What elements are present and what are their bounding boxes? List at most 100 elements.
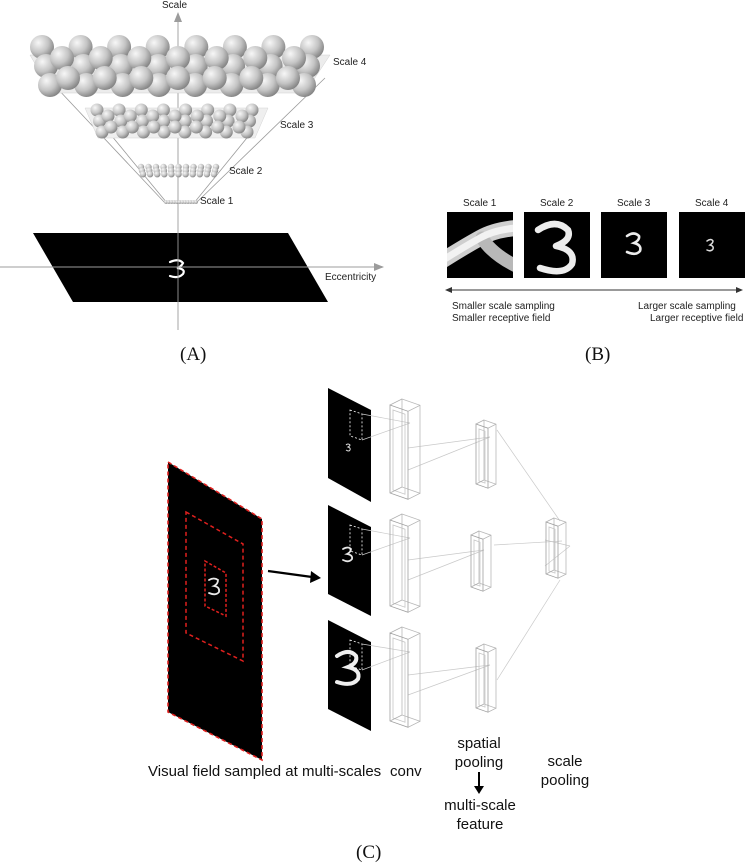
sampling-arrow — [310, 571, 321, 583]
sphere — [56, 66, 80, 90]
sphere — [147, 120, 161, 134]
scale-pooling-label: scale pooling — [540, 753, 590, 789]
larger-scale-note: Larger scale sampling — [638, 301, 736, 312]
scale-3-patch — [601, 212, 667, 278]
conv-layer-1 — [389, 398, 421, 500]
panel-a-pyramid — [0, 12, 384, 330]
small-region — [204, 559, 227, 618]
sphere — [166, 66, 190, 90]
sphere — [196, 171, 203, 178]
sphere — [38, 73, 62, 97]
sphere — [177, 200, 182, 204]
scale-3-label: Scale 3 — [280, 120, 314, 131]
plane-digit — [168, 259, 185, 279]
sphere — [203, 171, 211, 178]
sphere — [201, 103, 215, 117]
sphere — [175, 171, 182, 178]
sphere — [90, 103, 104, 117]
panel-b-scale-3-label: Scale 3 — [617, 198, 651, 209]
sphere — [189, 171, 196, 178]
sphere — [101, 109, 115, 123]
sphere — [239, 66, 264, 90]
sphere — [123, 109, 137, 123]
sphere — [213, 109, 227, 123]
sphere — [146, 54, 171, 78]
sphere — [146, 171, 154, 178]
scale-2-spheres — [137, 163, 220, 178]
sphere — [116, 125, 130, 139]
sphere — [107, 35, 132, 59]
sphere — [222, 35, 247, 59]
sphere — [92, 66, 117, 90]
smaller-field-note: Smaller receptive field — [452, 313, 551, 324]
input-sheet-scale-small — [328, 388, 371, 502]
sphere — [74, 73, 99, 97]
sphere — [276, 66, 300, 90]
scale-axis-label: Scale — [162, 0, 188, 11]
scale-4-patch — [679, 212, 745, 278]
sphere — [172, 200, 177, 204]
input-sheet-scale-large — [328, 620, 371, 731]
sphere — [145, 35, 170, 59]
sphere — [188, 200, 193, 204]
sphere — [135, 114, 149, 128]
sphere — [157, 125, 171, 139]
sphere — [184, 35, 209, 59]
sphere — [180, 200, 185, 204]
sphere — [178, 114, 192, 128]
sphere — [202, 66, 227, 90]
sphere — [161, 171, 168, 178]
panel-b-scale-1-label: Scale 1 — [463, 198, 497, 209]
sphere — [127, 46, 152, 70]
sphere — [182, 171, 189, 178]
larger-field-note: Larger receptive field — [650, 313, 744, 324]
sphere — [211, 120, 225, 134]
sphere — [261, 35, 286, 59]
sphere — [88, 46, 113, 70]
medium-region — [185, 510, 244, 663]
sphere — [179, 103, 193, 117]
sphere — [210, 171, 218, 178]
sphere — [175, 200, 179, 204]
sphere — [136, 125, 150, 139]
visual-field-sheet — [168, 462, 262, 760]
sphere — [168, 120, 182, 134]
sphere — [50, 46, 74, 70]
sphere — [125, 120, 139, 134]
sphere — [185, 200, 190, 204]
scale-4-label: Scale 4 — [333, 57, 367, 68]
panel-b-samples — [445, 212, 745, 293]
scale-2-patch — [524, 212, 590, 278]
sphere — [168, 109, 182, 123]
sphere — [168, 171, 175, 178]
panel-b-scale-2-label: Scale 2 — [540, 198, 574, 209]
feature-arrow-icon — [474, 772, 484, 794]
panel-c-architecture — [167, 388, 571, 762]
sphere — [204, 46, 229, 70]
conv-layer-3 — [389, 626, 421, 728]
sphere — [68, 35, 93, 59]
sphere — [112, 103, 126, 117]
sphere — [156, 103, 170, 117]
sphere — [300, 35, 324, 59]
sphere — [139, 171, 147, 178]
spatial-pool-2 — [470, 530, 492, 592]
sphere — [169, 200, 174, 204]
spatial-pool-1 — [475, 419, 497, 489]
sphere — [30, 35, 54, 59]
sphere — [190, 109, 204, 123]
input-sheet-scale-medium — [328, 505, 371, 616]
sphere — [154, 171, 161, 178]
sphere — [166, 46, 190, 70]
sphere — [178, 125, 192, 139]
eccentricity-axis-label: Eccentricity — [325, 272, 377, 283]
multi-scale-feature-label: multi-scale feature — [444, 797, 516, 833]
visual-field-label: Visual field sampled at multi-scales — [148, 763, 382, 780]
caption-b: (B) — [585, 344, 611, 365]
sphere — [194, 200, 198, 204]
sphere — [157, 114, 171, 128]
sphere — [166, 200, 171, 204]
scale-4-spheres — [30, 35, 324, 97]
sphere — [134, 103, 148, 117]
